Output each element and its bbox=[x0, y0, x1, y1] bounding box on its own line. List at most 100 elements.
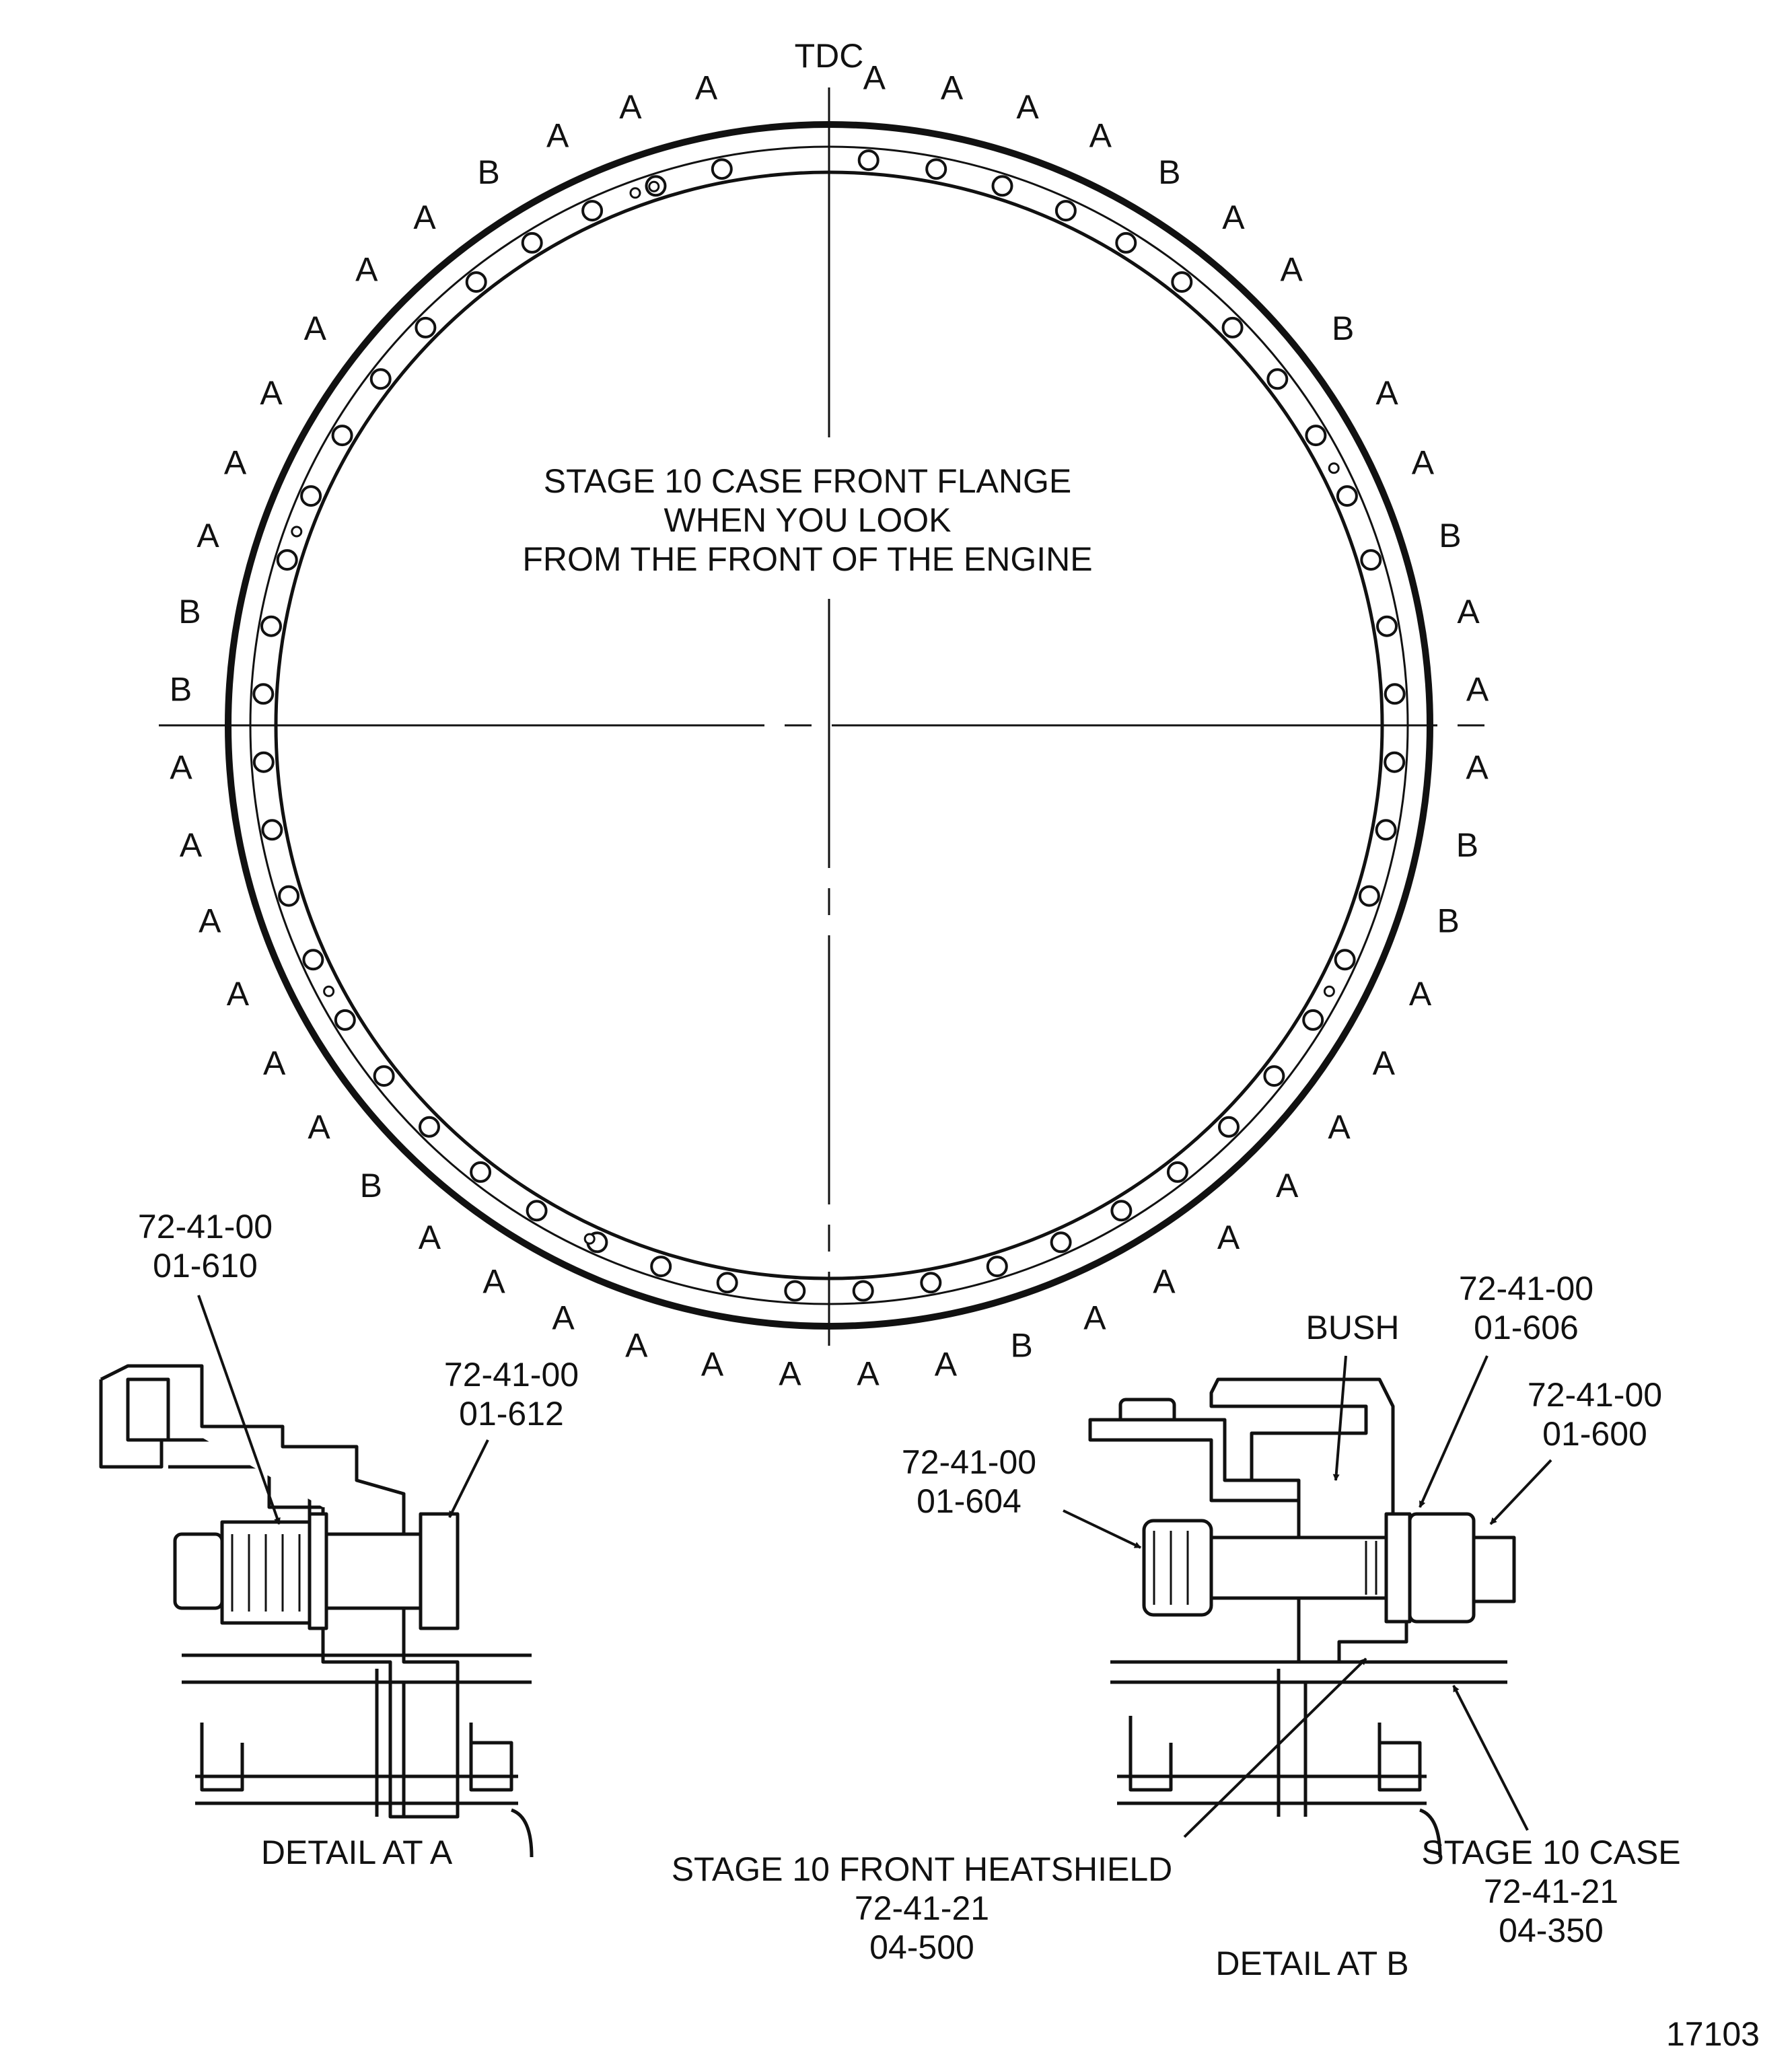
bolt-hole bbox=[1050, 1231, 1072, 1254]
position-letter: A bbox=[941, 69, 964, 106]
tooling-hole bbox=[323, 985, 335, 997]
bolt-hole bbox=[1336, 485, 1358, 507]
position-letter: A bbox=[199, 902, 221, 940]
callout-01-600-leader bbox=[1489, 1459, 1552, 1525]
bolt-hole bbox=[252, 751, 275, 773]
position-letter: A bbox=[1281, 251, 1303, 289]
position-letter: A bbox=[170, 749, 192, 787]
position-letter: A bbox=[1276, 1167, 1299, 1204]
bolt-hole bbox=[920, 1272, 942, 1294]
position-letter: B bbox=[1158, 153, 1180, 191]
position-letter: A bbox=[1016, 88, 1039, 126]
position-letter: A bbox=[779, 1354, 801, 1392]
bolt-hole bbox=[302, 949, 324, 971]
flange-title-line-3: FROM THE FRONT OF THE ENGINE bbox=[522, 540, 1092, 578]
tooling-hole bbox=[583, 1233, 596, 1245]
detail-a-bolt-head bbox=[419, 1512, 460, 1630]
position-letter: A bbox=[552, 1299, 575, 1337]
position-letter: A bbox=[413, 198, 436, 236]
position-letter: A bbox=[180, 826, 203, 864]
flange-title: STAGE 10 CASE FRONT FLANGE WHEN YOU LOOK… bbox=[522, 462, 1092, 578]
position-letter: A bbox=[304, 310, 327, 347]
position-letter: A bbox=[1409, 975, 1432, 1013]
flange-title-line-1: STAGE 10 CASE FRONT FLANGE bbox=[544, 462, 1071, 500]
position-letter: B bbox=[1456, 826, 1478, 864]
position-letter: B bbox=[1011, 1327, 1033, 1365]
detail-a-washer bbox=[308, 1512, 328, 1630]
position-letter: A bbox=[482, 1263, 505, 1301]
position-letter: A bbox=[1217, 1219, 1240, 1256]
detail-b-bush bbox=[1384, 1512, 1412, 1624]
position-letter: A bbox=[1466, 749, 1489, 787]
detail-b-drawing bbox=[1088, 1377, 1516, 1858]
callout-01-606-line-1: 72-41-00 bbox=[1459, 1270, 1593, 1307]
callout-01-600-line-1: 72-41-00 bbox=[1528, 1376, 1662, 1414]
bolt-hole bbox=[300, 485, 322, 507]
position-letter: A bbox=[1375, 374, 1398, 412]
position-letter: B bbox=[360, 1167, 382, 1204]
bolt-hole bbox=[521, 231, 543, 254]
position-letter: A bbox=[419, 1219, 441, 1256]
bolt-hole bbox=[331, 425, 353, 447]
position-letter: A bbox=[857, 1354, 880, 1392]
position-letter: A bbox=[619, 88, 642, 126]
callout-01-612-leader bbox=[448, 1439, 489, 1518]
bush-leader bbox=[1332, 1355, 1347, 1481]
bolt-hole bbox=[1360, 549, 1382, 571]
detail-b-rib bbox=[1277, 1669, 1307, 1817]
detail-a-caption: DETAIL AT A bbox=[261, 1834, 453, 1871]
bolt-hole bbox=[261, 819, 283, 841]
bolt-hole bbox=[1218, 1116, 1240, 1138]
bolt-hole bbox=[1358, 885, 1380, 907]
case-label-line-3: 04-350 bbox=[1499, 1912, 1604, 1949]
detail-b-caption: DETAIL AT B bbox=[1215, 1945, 1408, 1982]
position-letter: A bbox=[224, 443, 247, 481]
bolt-hole bbox=[278, 885, 300, 907]
position-letter: A bbox=[308, 1108, 330, 1146]
heatshield-label-line-2: 72-41-21 bbox=[855, 1889, 989, 1927]
detail-a-labels: 72-41-00 01-610 72-41-00 01-612 DETAIL A… bbox=[138, 1208, 579, 1871]
heatshield-label-line-3: 04-500 bbox=[869, 1928, 974, 1966]
bolt-hole bbox=[1375, 819, 1397, 841]
position-letter: B bbox=[1437, 902, 1460, 940]
flange-title-line-2: WHEN YOU LOOK bbox=[664, 501, 952, 539]
bolt-hole bbox=[852, 1280, 874, 1302]
heatshield-leader bbox=[1183, 1657, 1367, 1838]
position-letter: B bbox=[170, 671, 192, 709]
case-leader bbox=[1452, 1685, 1529, 1831]
center-lines bbox=[159, 87, 1499, 1346]
position-letter: A bbox=[1222, 198, 1245, 236]
bolt-hole bbox=[252, 683, 275, 705]
detail-b-bolt-head bbox=[1408, 1512, 1476, 1624]
bolt-hole bbox=[1302, 1009, 1324, 1031]
position-letter: A bbox=[1153, 1263, 1176, 1301]
bolt-hole bbox=[1384, 683, 1406, 705]
position-letter: A bbox=[1089, 116, 1112, 154]
position-letter: A bbox=[701, 1345, 724, 1383]
position-letter: A bbox=[546, 116, 569, 154]
bolt-hole bbox=[369, 368, 392, 390]
bolt-holes bbox=[252, 149, 1406, 1302]
tooling-hole bbox=[648, 180, 660, 192]
position-letter: A bbox=[263, 1044, 286, 1082]
position-letter: A bbox=[196, 517, 219, 554]
bolt-hole bbox=[711, 158, 733, 180]
bolt-hole bbox=[419, 1116, 440, 1138]
position-letter: A bbox=[1328, 1108, 1351, 1146]
bolt-hole bbox=[1305, 425, 1327, 447]
bolt-hole bbox=[991, 175, 1013, 197]
position-letter: A bbox=[1412, 443, 1435, 481]
detail-b-heatshield bbox=[1110, 1660, 1507, 1805]
tooling-hole bbox=[1328, 462, 1340, 474]
bolt-hole bbox=[470, 1161, 492, 1183]
position-letter: A bbox=[260, 374, 283, 412]
callout-01-610-line-1: 72-41-00 bbox=[138, 1208, 273, 1245]
bolt-hole bbox=[581, 200, 604, 222]
position-letter: B bbox=[1332, 310, 1354, 347]
callout-01-604-line-2: 01-604 bbox=[917, 1482, 1022, 1520]
detail-b-bolt-shank bbox=[1209, 1535, 1415, 1600]
detail-b-case-flange bbox=[1209, 1377, 1408, 1664]
callout-01-600-line-2: 01-600 bbox=[1542, 1415, 1647, 1453]
callout-01-606-line-2: 01-606 bbox=[1474, 1309, 1579, 1346]
